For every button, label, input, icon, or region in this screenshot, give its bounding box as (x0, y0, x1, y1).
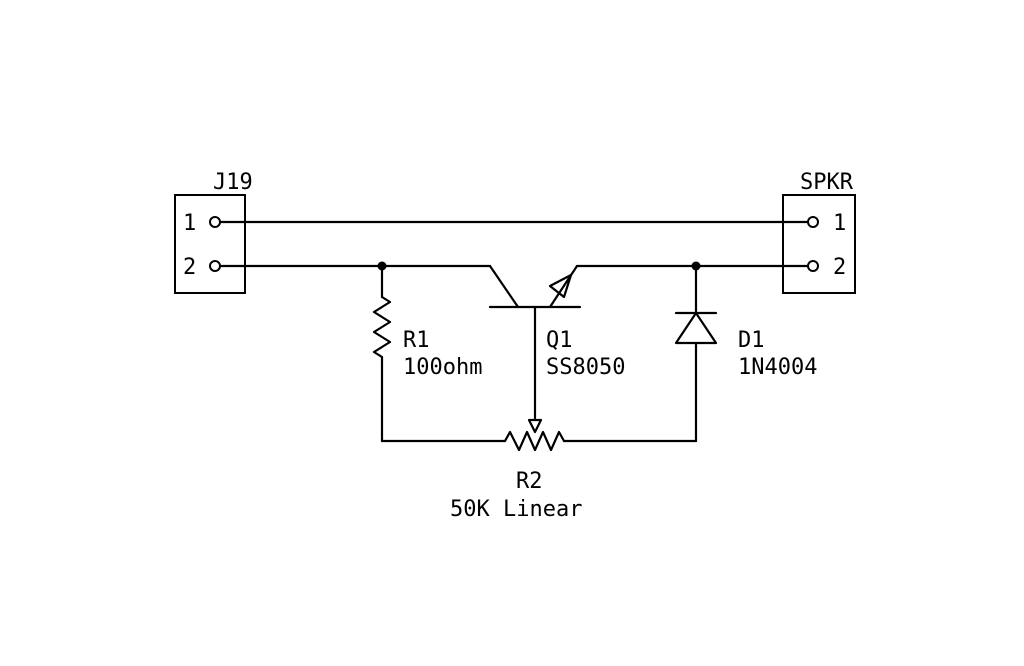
connector-j19: J19 1 2 (174, 170, 253, 294)
potentiometer-r2-value: 50K Linear (450, 497, 582, 522)
transistor-q1-ref: Q1 (546, 328, 573, 353)
transistor-q1-value: SS8050 (546, 355, 625, 380)
resistor-r1-value: 100ohm (403, 355, 482, 380)
potentiometer-r2-resistor (503, 430, 566, 452)
connector-j19-pin2-label: 2 (183, 255, 196, 280)
diode-d1-ref: D1 (738, 328, 765, 353)
connector-spkr-pin2-label: 2 (833, 255, 846, 280)
connector-j19-pin1 (209, 216, 221, 228)
connector-j19-body (174, 194, 246, 294)
potentiometer-r2-ref: R2 (516, 469, 543, 494)
potentiometer-r2: R2 50K Linear (450, 418, 582, 522)
wires (218, 220, 810, 443)
connector-j19-pin2 (209, 260, 221, 272)
connector-spkr-body (782, 194, 856, 294)
transistor-q1: Q1 SS8050 (488, 264, 625, 380)
resistor-r1-symbol (372, 295, 392, 362)
connector-j19-ref: J19 (213, 170, 253, 195)
connector-spkr-pin2 (807, 260, 819, 272)
transistor-q1-emitter-arrow (548, 273, 573, 299)
transistor-q1-collector (488, 264, 520, 309)
resistor-r1-ref: R1 (403, 328, 430, 353)
resistor-r1: R1 100ohm (372, 295, 482, 380)
transistor-q1-emitter (548, 264, 579, 309)
junction-dot-d1 (691, 261, 701, 271)
connector-spkr-pin1 (807, 216, 819, 228)
diode-d1: D1 1N4004 (674, 311, 817, 380)
connector-spkr: SPKR 1 2 (782, 170, 856, 294)
junction-dot-r1 (377, 261, 387, 271)
connector-j19-pin1-label: 1 (183, 211, 196, 236)
connector-spkr-ref: SPKR (800, 170, 854, 195)
connector-spkr-pin1-label: 1 (833, 211, 846, 236)
diode-d1-triangle (674, 311, 718, 345)
potentiometer-r2-wiper-arrow (527, 418, 543, 434)
diode-d1-value: 1N4004 (738, 355, 817, 380)
